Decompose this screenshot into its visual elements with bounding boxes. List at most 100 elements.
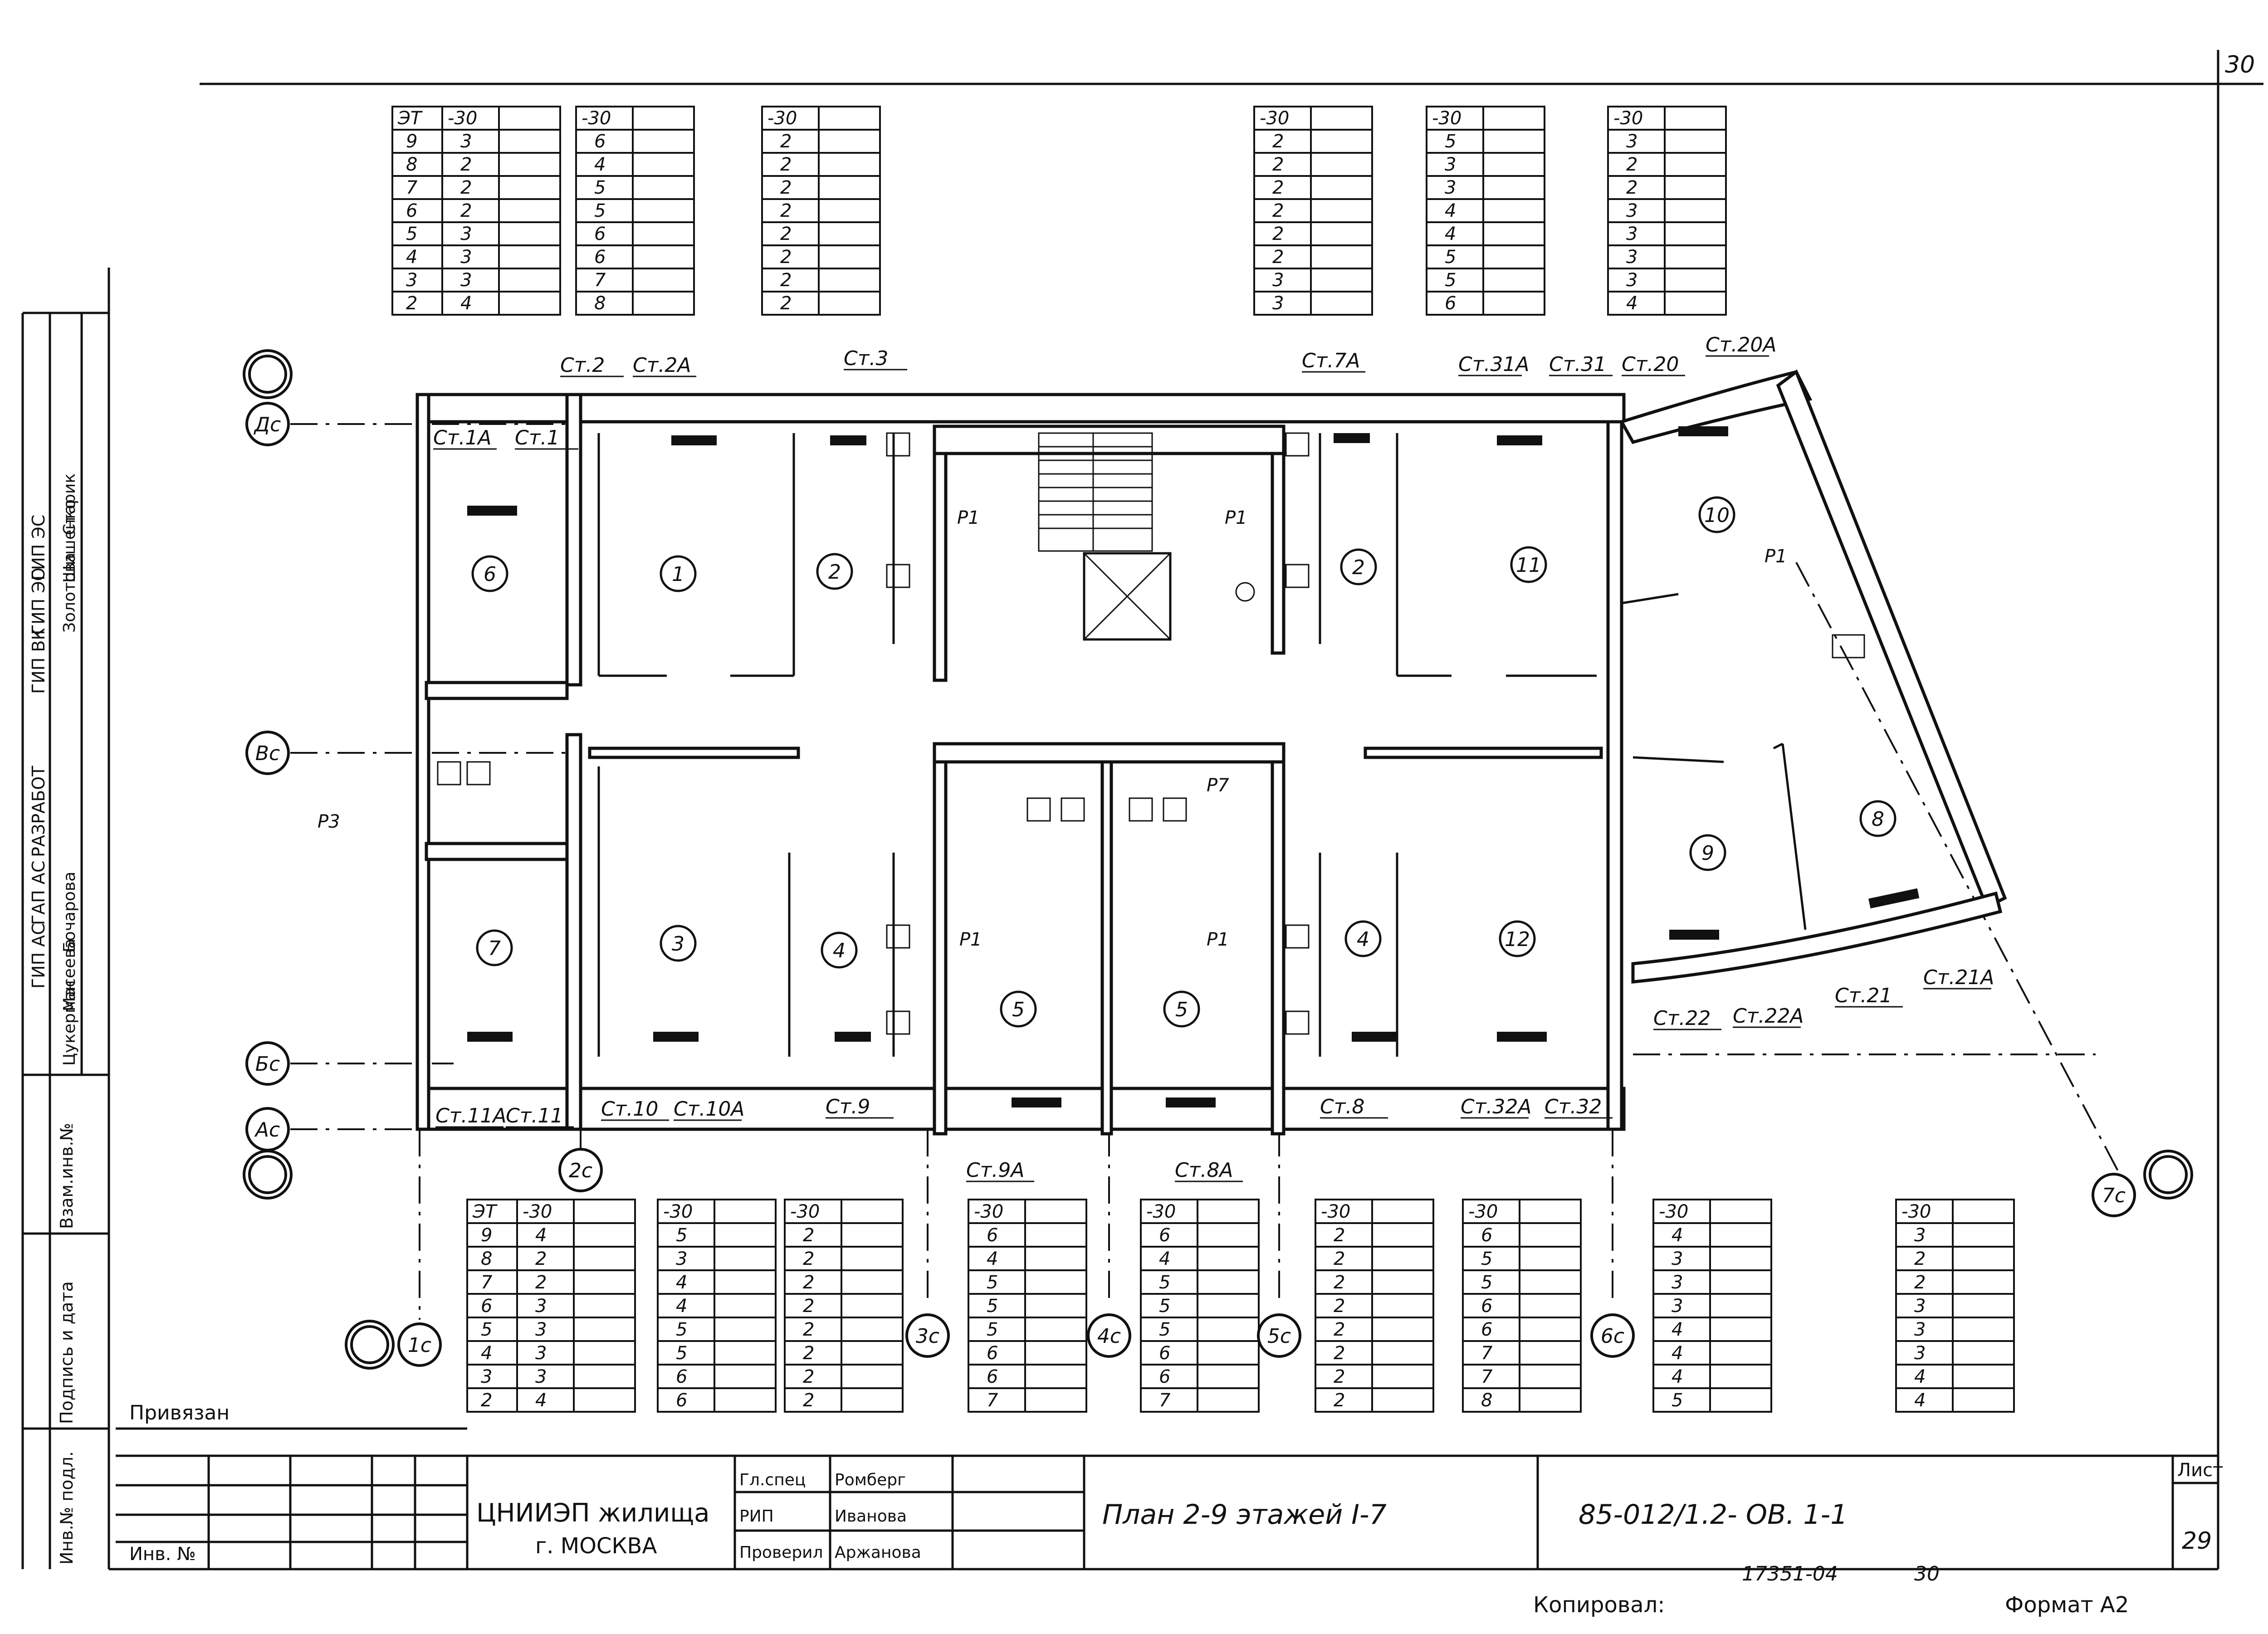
mark-p3: Р3 [318, 811, 340, 832]
axis-marker: Вс [245, 731, 290, 775]
copied-label: Копировал: [1533, 1592, 1665, 1618]
room-number: 5 [1000, 990, 1037, 1028]
kitchen-fixtures [437, 432, 1865, 1035]
axis-label: 1с [408, 1334, 431, 1357]
table-value: 2 [803, 1249, 814, 1269]
sheet-number: 29 [2182, 1527, 2212, 1555]
table-value: 6 [1445, 293, 1456, 314]
room-number: 1 [660, 555, 697, 592]
table-value: 3 [460, 247, 472, 268]
table-value: 3 [676, 1249, 687, 1269]
axis-label: 4с [1097, 1325, 1121, 1348]
table-value: 3 [535, 1296, 547, 1317]
table-floor: 7 [406, 177, 418, 198]
table-value: 3 [1272, 270, 1284, 291]
table-value: 3 [460, 270, 472, 291]
table-head-floor: ЭТ [397, 108, 423, 129]
table-value: 2 [1914, 1249, 1926, 1269]
room-number-label: 6 [484, 563, 496, 586]
table-floor: 9 [481, 1225, 492, 1246]
table-value: 8 [1481, 1390, 1492, 1411]
table-value: 2 [460, 200, 472, 221]
axis-marker: Бс [245, 1041, 290, 1086]
table-value: 3 [1626, 270, 1637, 291]
axis-marker: Дс [245, 402, 290, 446]
riser-label-st31: Ст.31 [1549, 353, 1606, 376]
table-floor: 8 [481, 1249, 492, 1269]
table-value: 3 [1914, 1225, 1926, 1246]
table-floor: 7 [481, 1272, 493, 1293]
drawing-title: План 2-9 этажей I-7 [1102, 1499, 1387, 1531]
axis-label: Бс [255, 1053, 280, 1076]
radiators [467, 426, 1920, 1107]
table-value: 2 [1334, 1366, 1345, 1387]
side-stamp-role: ГАП АС [29, 861, 49, 925]
table-value: 2 [803, 1296, 814, 1317]
table-value: 6 [594, 247, 606, 268]
table-value: 4 [676, 1272, 687, 1293]
axis-label: Вс [255, 742, 280, 765]
building-walls [415, 369, 2007, 1136]
signatory-name: Ромберг [835, 1471, 906, 1489]
table-value: 6 [594, 131, 606, 152]
table-value: 2 [803, 1390, 814, 1411]
table-value: 6 [1159, 1343, 1170, 1364]
riser-label-st20: Ст.20 [1622, 353, 1679, 376]
room-number: 6 [471, 555, 508, 592]
table-value: 6 [676, 1390, 687, 1411]
table-value: 3 [1914, 1319, 1926, 1340]
room-number-label: 1 [672, 563, 684, 586]
table-value: 2 [1334, 1272, 1345, 1293]
table-value: 2 [780, 200, 792, 221]
radiator [1012, 1097, 1061, 1107]
signatory-role: Проверил [739, 1543, 823, 1562]
table-value: 2 [1626, 154, 1637, 175]
table-value: 2 [1272, 154, 1284, 175]
table-value: 6 [1481, 1225, 1492, 1246]
mark-p1: Р1 [1765, 546, 1787, 567]
riser-label-st1: Ст.1 [515, 426, 559, 449]
table-value: 4 [535, 1390, 547, 1411]
table-value: 3 [1626, 224, 1637, 244]
table-value: 2 [1334, 1249, 1345, 1269]
partitions [597, 433, 1807, 1057]
table-value: 2 [1626, 177, 1637, 198]
side-stamp-role: ГИП ЭО [29, 567, 49, 635]
riser-label-st20a: Ст.20А [1706, 333, 1776, 356]
table-value: 5 [987, 1296, 998, 1317]
axis-marker: 3с [905, 1313, 950, 1358]
radiator [1868, 888, 1920, 909]
table-value: 2 [803, 1366, 814, 1387]
room-number: 4 [1344, 920, 1382, 957]
riser-label-st10: Ст.10 [601, 1097, 658, 1121]
inv-no-label: Инв. № [129, 1544, 196, 1565]
table-head-temp: -30 [1260, 108, 1289, 129]
table-value: 5 [594, 177, 606, 198]
table-value: 5 [987, 1319, 998, 1340]
table-value: 6 [1481, 1296, 1492, 1317]
room-number-label: 10 [1704, 504, 1730, 527]
table-value: 6 [987, 1343, 998, 1364]
table-value: 2 [780, 270, 792, 291]
side-stamp-name: Цукерман [60, 980, 79, 1066]
table-value: 6 [987, 1366, 998, 1387]
axis-marker: 7с [2092, 1173, 2136, 1217]
table-value: 4 [676, 1296, 687, 1317]
room-number-label: 4 [1357, 928, 1369, 951]
radiator [467, 1032, 513, 1042]
stair-and-elevator [1038, 432, 1255, 641]
side-stamp-role: ГИП АС [29, 923, 49, 989]
riser-label-st9a: Ст.9А [966, 1159, 1024, 1182]
axis-label: Дс [254, 413, 281, 436]
table-value: 2 [1334, 1296, 1345, 1317]
axis-marker: 6с [1590, 1313, 1635, 1358]
axis-label: 3с [916, 1325, 939, 1348]
table-value: 2 [780, 247, 792, 268]
table-value: 5 [676, 1225, 687, 1246]
